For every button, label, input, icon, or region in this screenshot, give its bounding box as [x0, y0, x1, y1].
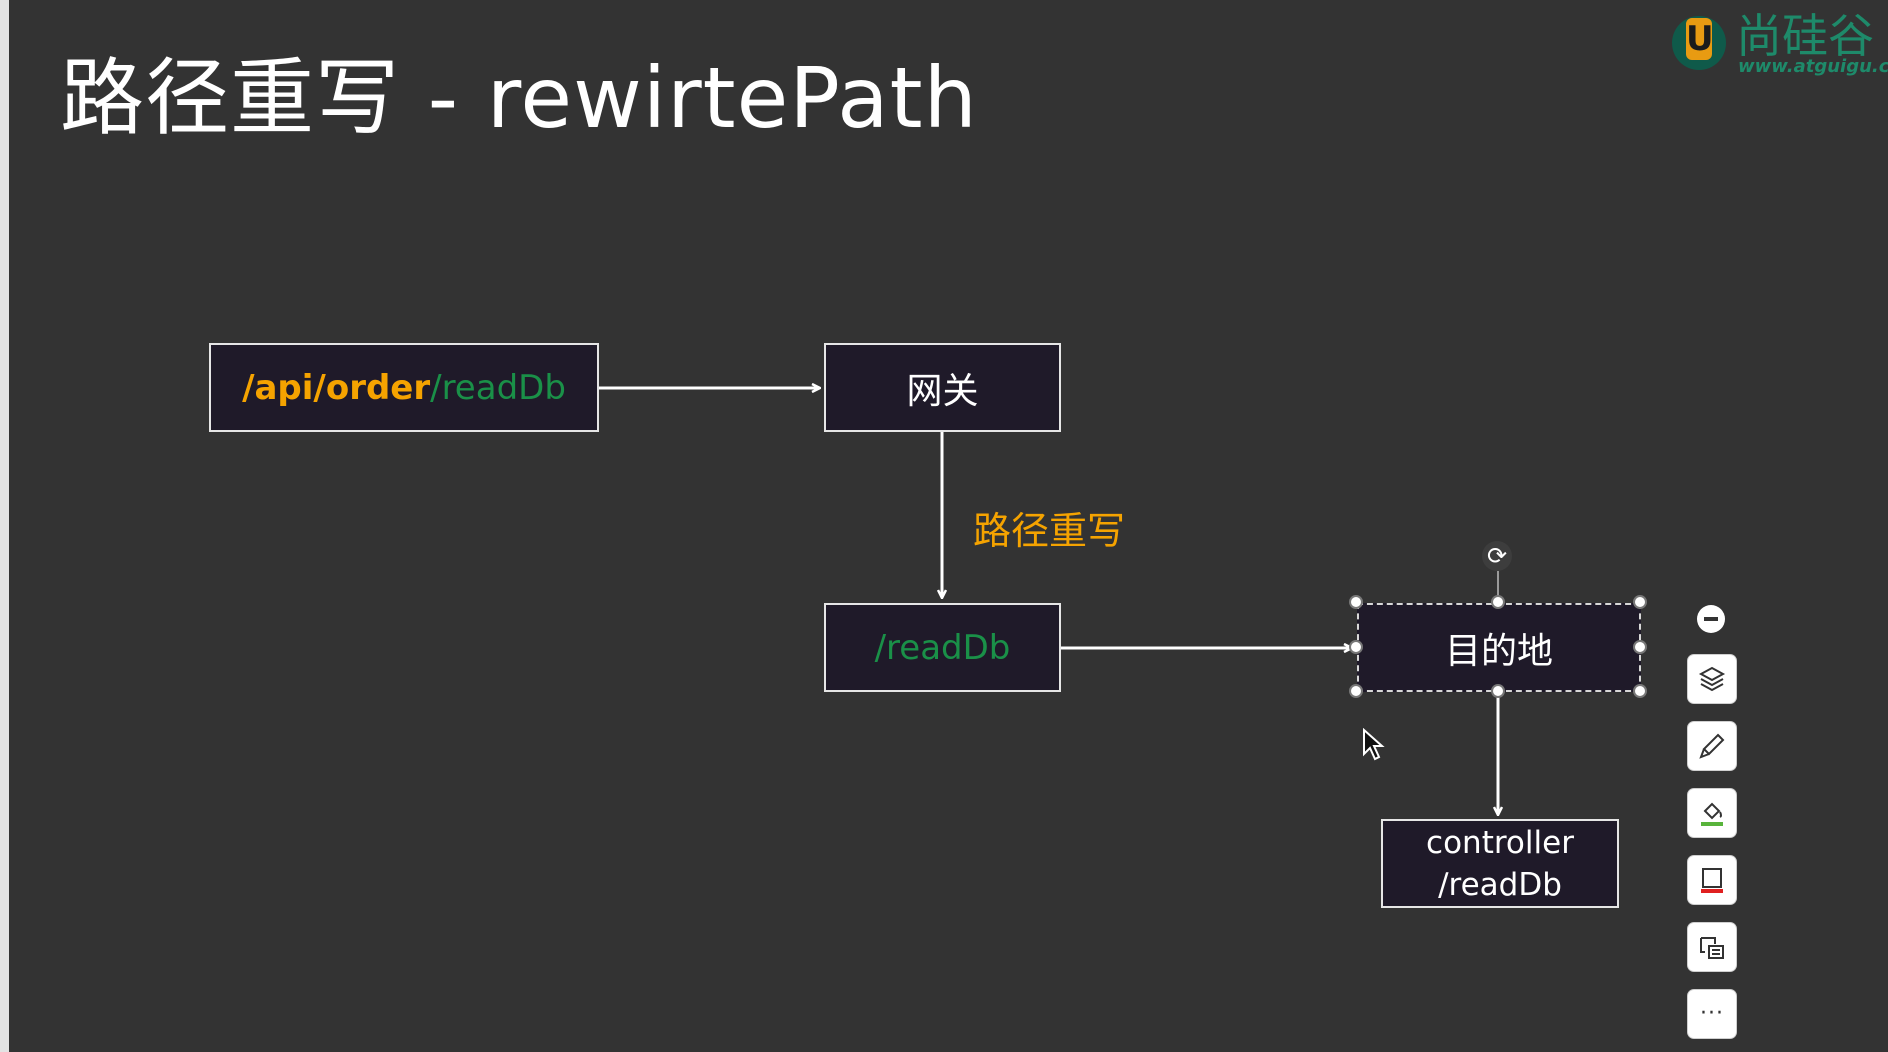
- controller-line-2: /readDb: [1438, 866, 1562, 903]
- comment-button[interactable]: [1687, 922, 1737, 972]
- logo-letter: U: [1686, 18, 1714, 60]
- logo-chinese-name: 尚硅谷: [1736, 9, 1874, 63]
- mouse-cursor-icon: [1363, 728, 1385, 761]
- node-gateway[interactable]: 网关: [824, 343, 1061, 432]
- resize-handle-bottom-left[interactable]: [1349, 684, 1363, 698]
- resize-handle-top-right[interactable]: [1633, 595, 1647, 609]
- logo-url: www.atguigu.com: [1738, 56, 1888, 77]
- fill-button[interactable]: [1687, 788, 1737, 838]
- logo-mark: U: [1672, 16, 1726, 70]
- more-icon: ···: [1700, 1001, 1724, 1026]
- rotate-handle-icon[interactable]: ⟳: [1482, 541, 1512, 571]
- resize-handle-top-left[interactable]: [1349, 595, 1363, 609]
- resize-handle-left[interactable]: [1349, 640, 1363, 654]
- layers-icon: [1698, 666, 1726, 692]
- node-destination[interactable]: 目的地: [1357, 603, 1641, 692]
- outline-button[interactable]: [1687, 855, 1737, 905]
- comment-icon: [1700, 937, 1724, 959]
- edge-label-rewrite: 路径重写: [973, 509, 1126, 553]
- line-color-icon: [1701, 868, 1723, 893]
- node-rewritten-path[interactable]: /readDb: [824, 603, 1061, 692]
- rewritten-path-label: /readDb: [874, 627, 1011, 668]
- resize-handle-bottom[interactable]: [1491, 684, 1505, 698]
- fill-color-icon: [1701, 802, 1723, 826]
- resize-handle-right[interactable]: [1633, 640, 1647, 654]
- gateway-label: 网关: [906, 370, 979, 412]
- pen-icon: [1699, 733, 1725, 759]
- node-source-path[interactable]: /api/order/readDb: [209, 343, 599, 432]
- resize-handle-bottom-right[interactable]: [1633, 684, 1647, 698]
- source-path-prefix: /api/order: [242, 367, 431, 408]
- style-button[interactable]: [1687, 721, 1737, 771]
- slide-title: 路径重写 - rewirtePath: [60, 49, 978, 147]
- resize-handle-top[interactable]: [1491, 595, 1505, 609]
- more-button[interactable]: ···: [1687, 989, 1737, 1039]
- collapse-icon[interactable]: [1697, 605, 1725, 633]
- window-edge: [0, 0, 9, 1052]
- node-controller[interactable]: controller /readDb: [1381, 819, 1619, 908]
- brand-logo: U 尚硅谷 www.atguigu.com: [1672, 10, 1888, 80]
- layers-button[interactable]: [1687, 654, 1737, 704]
- destination-label: 目的地: [1444, 630, 1553, 672]
- controller-line-1: controller: [1426, 824, 1574, 861]
- source-path-suffix: /readDb: [430, 367, 566, 408]
